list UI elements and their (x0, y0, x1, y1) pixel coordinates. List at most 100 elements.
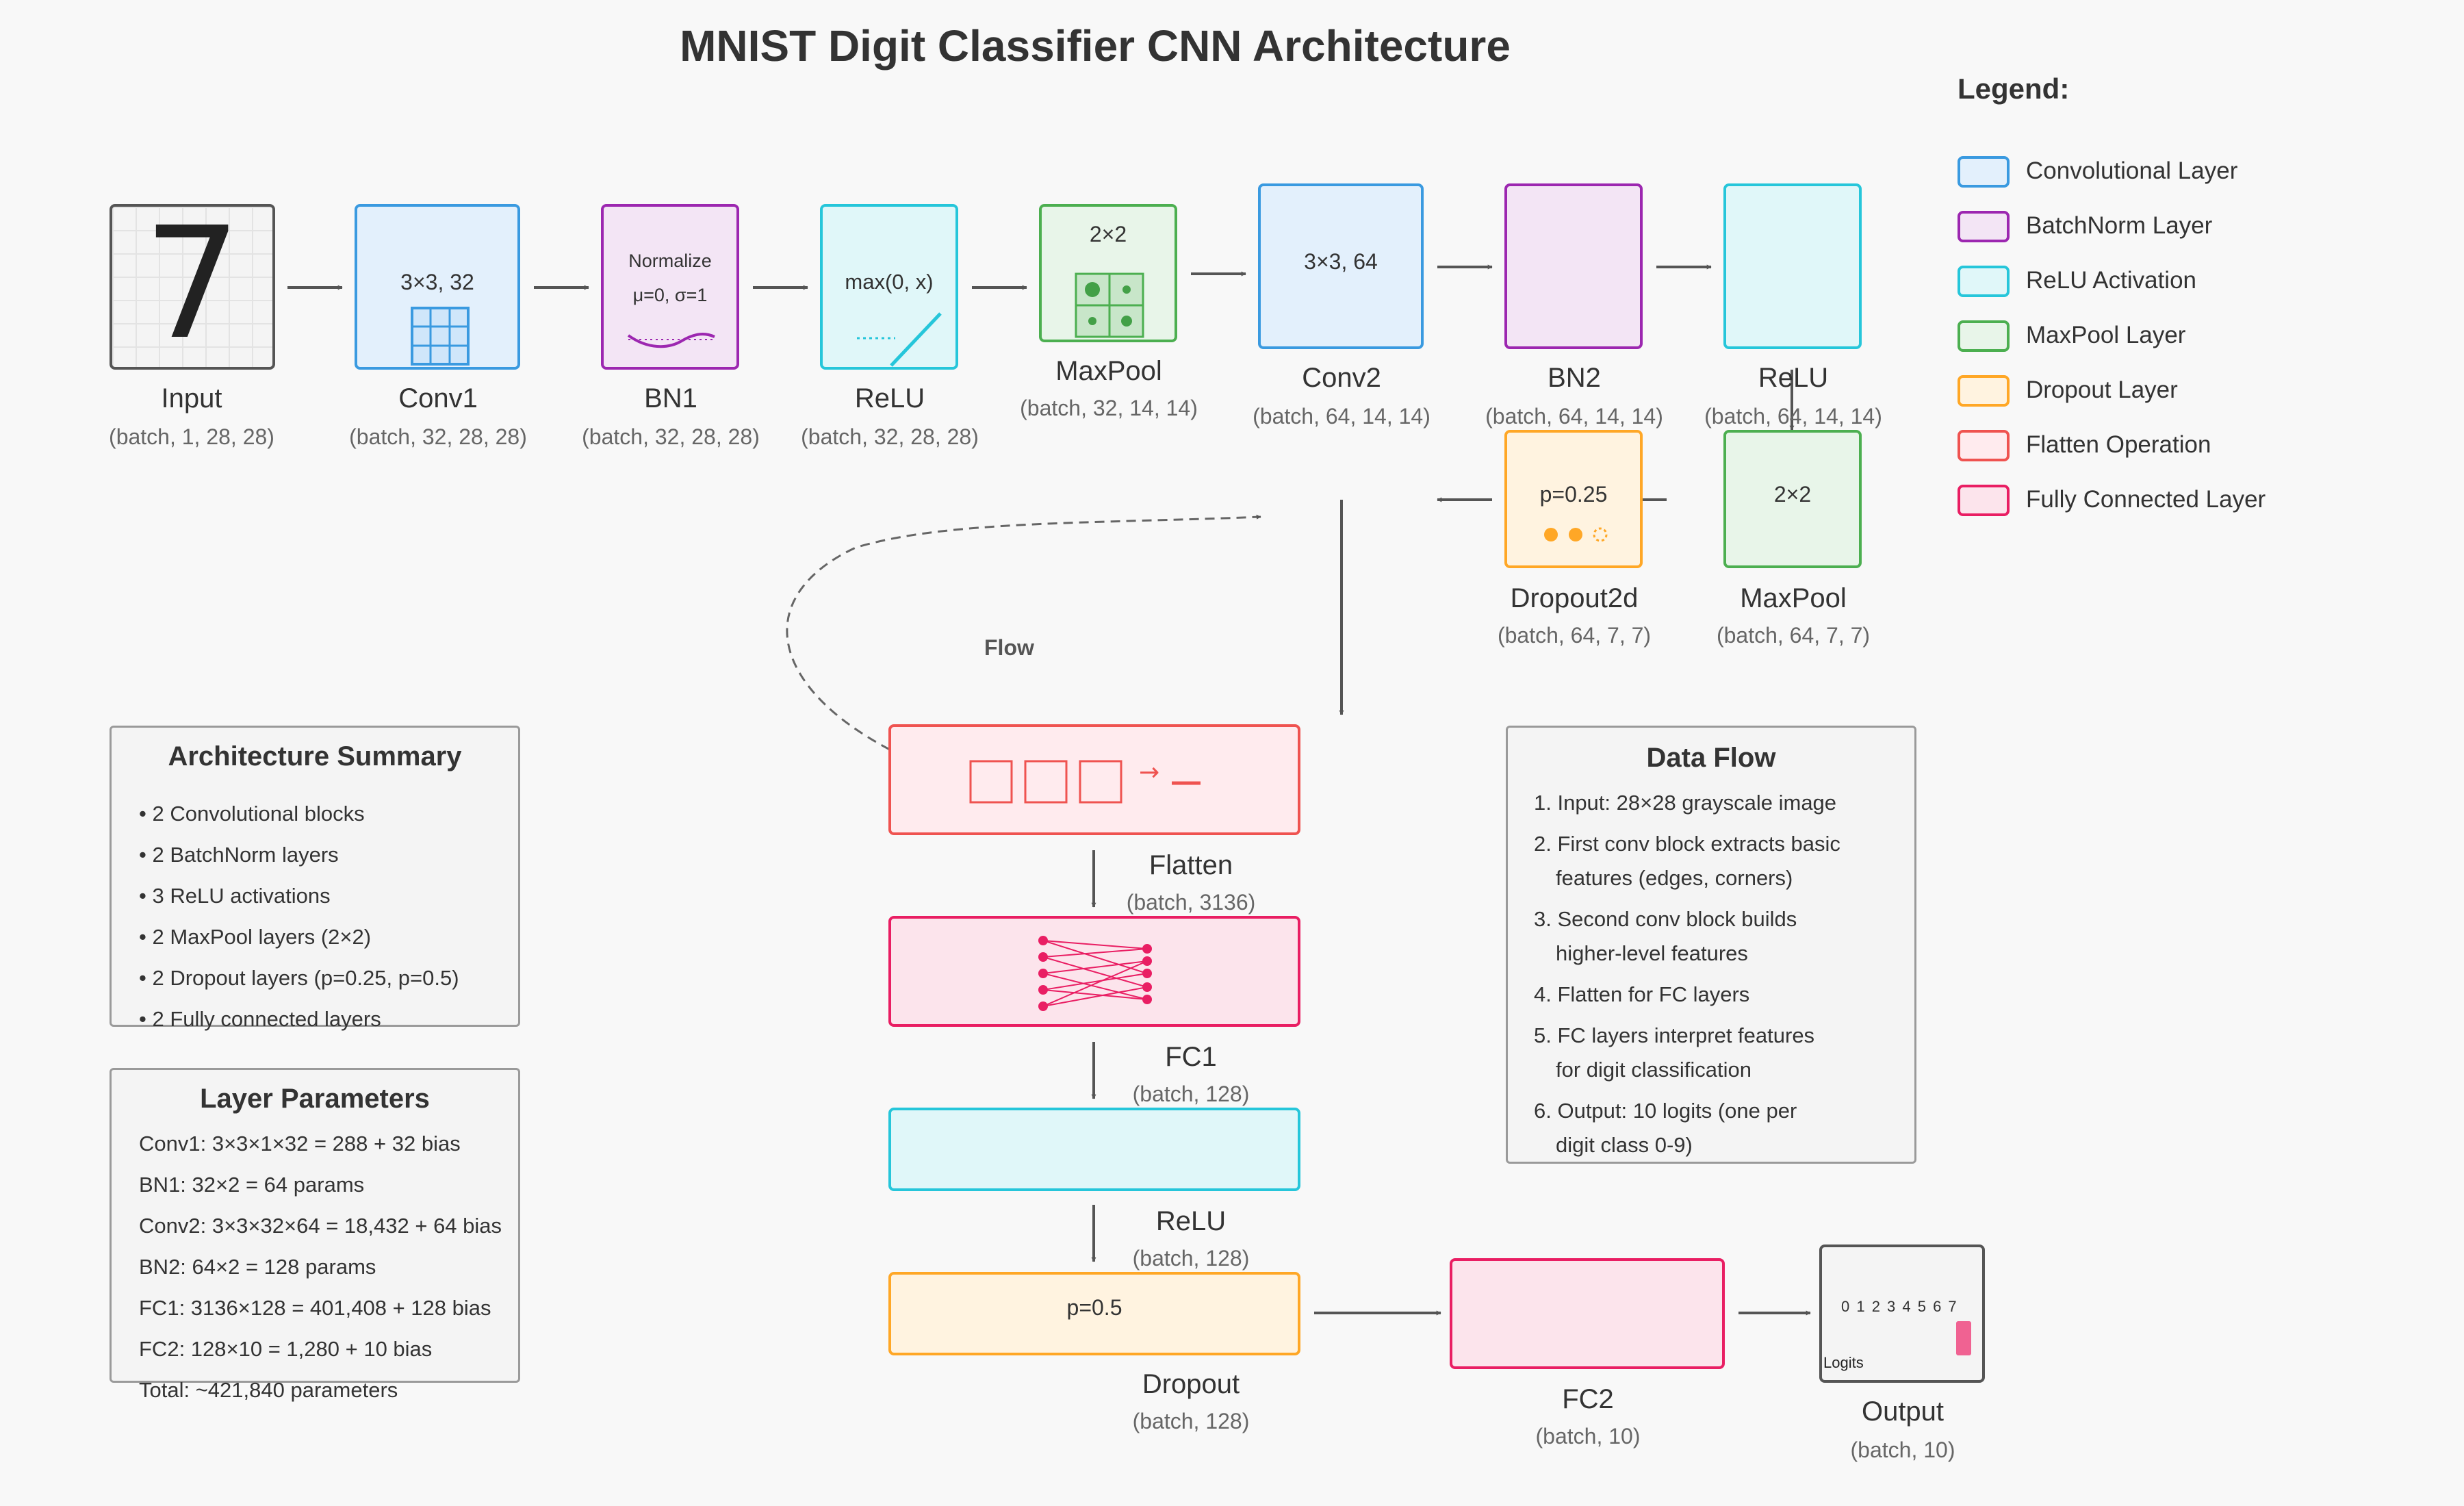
fc1-node[interactable] (888, 916, 1300, 1027)
dropout2d-node[interactable]: p=0.25 (1504, 430, 1643, 568)
pool1-shape: (batch, 32, 14, 14) (1020, 396, 1198, 420)
legend-swatch (1958, 211, 2010, 242)
legend-swatch (1958, 156, 2010, 188)
legend-swatch (1958, 430, 2010, 461)
flatten-node[interactable]: → (888, 724, 1300, 835)
flatten-icon: → (969, 758, 1201, 804)
input-node[interactable]: 7 (110, 194, 275, 374)
input-digit: 7 (143, 194, 242, 374)
param-item: Conv2: 3×3×32×64 = 18,432 + 64 bias (139, 1214, 502, 1238)
summary-item: • 2 Convolutional blocks (139, 802, 365, 826)
summary-item: • 2 MaxPool layers (2×2) (139, 925, 372, 949)
dataflow-step-continued: digit class 0-9) (1556, 1133, 1693, 1157)
summary-item: • 3 ReLU activations (139, 884, 331, 908)
dataflow-step: 3. Second conv block builds (1534, 907, 1797, 931)
dropout-dots-icon (1544, 527, 1608, 542)
conv1-node[interactable]: 3×3, 32 (355, 204, 520, 370)
dropout2d-label: Dropout2d (1510, 583, 1639, 613)
layer-parameters-panel: Layer Parameters Conv1: 3×3×1×32 = 288 +… (110, 1068, 520, 1402)
flatten-shape: (batch, 3136) (1126, 890, 1256, 915)
bn2-shape: (batch, 64, 14, 14) (1485, 404, 1663, 429)
legend-swatch (1958, 320, 2010, 352)
param-item: BN2: 64×2 = 128 params (139, 1255, 376, 1279)
dropout2d-text: p=0.25 (1539, 482, 1608, 507)
pool1-label: MaxPool (1055, 356, 1162, 386)
relu3-node[interactable] (888, 1108, 1300, 1191)
legend-swatch (1958, 485, 2010, 516)
bell-curve-icon (627, 333, 715, 348)
architecture-summary-panel: Architecture Summary • 2 Convolutional b… (110, 726, 520, 1031)
bn2-label: BN2 (1548, 363, 1601, 393)
bn1-label: BN1 (644, 383, 697, 413)
output-digits: 0 1 2 3 4 5 6 7 (1841, 1298, 1958, 1315)
pool1-node[interactable]: 2×2 (1039, 204, 1177, 342)
params-title: Layer Parameters (200, 1084, 430, 1114)
dataflow-title: Data Flow (1646, 743, 1776, 773)
dropout-text: p=0.5 (1066, 1295, 1122, 1320)
dataflow-step: 6. Output: 10 logits (one per (1534, 1099, 1797, 1123)
bn1-text-2: μ=0, σ=1 (632, 285, 708, 305)
conv1-text: 3×3, 32 (400, 270, 474, 294)
relu3-label: ReLU (1155, 1206, 1227, 1236)
dataflow-step-continued: for digit classification (1556, 1058, 1752, 1082)
param-item: Total: ~421,840 parameters (139, 1378, 398, 1402)
relu2-label: ReLU (1758, 363, 1829, 393)
fc2-node[interactable] (1450, 1258, 1725, 1369)
legend-swatch (1958, 375, 2010, 407)
relu2-shape: (batch, 64, 14, 14) (1704, 404, 1882, 429)
pool2-node[interactable]: 2×2 (1723, 430, 1862, 568)
pool2-shape: (batch, 64, 7, 7) (1716, 623, 1871, 648)
svg-text:→: → (1139, 758, 1159, 787)
bn1-shape: (batch, 32, 28, 28) (582, 424, 760, 449)
conv2-node[interactable]: 3×3, 64 (1258, 183, 1424, 349)
relu2-node[interactable] (1723, 183, 1862, 349)
conv2-label: Conv2 (1302, 363, 1381, 393)
input-label: Input (161, 383, 222, 413)
conv2-text: 3×3, 64 (1304, 249, 1378, 274)
legend-item-label: ReLU Activation (2026, 267, 2197, 294)
relu1-node[interactable]: max(0, x) (820, 204, 958, 370)
conv1-shape: (batch, 32, 28, 28) (349, 424, 527, 449)
bn2-node[interactable] (1504, 183, 1643, 349)
param-item: FC1: 3136×128 = 401,408 + 128 bias (139, 1296, 491, 1320)
flatten-label: Flatten (1148, 850, 1233, 880)
legend-item-label: Flatten Operation (2026, 431, 2211, 458)
fc1-label: FC1 (1165, 1042, 1217, 1072)
param-item: Conv1: 3×3×1×32 = 288 + 32 bias (139, 1132, 461, 1156)
summary-item: • 2 Fully connected layers (139, 1007, 381, 1031)
bn1-node[interactable]: Normalize μ=0, σ=1 (601, 204, 739, 370)
data-flow-panel: Data Flow 1. Input: 28×28 grayscale imag… (1506, 726, 1916, 1164)
dropout-label: Dropout (1142, 1369, 1240, 1399)
summary-item: • 2 Dropout layers (p=0.25, p=0.5) (139, 966, 459, 990)
legend-item-label: MaxPool Layer (2026, 322, 2186, 348)
output-logits-text: Logits (1823, 1354, 1864, 1371)
dataflow-step: 1. Input: 28×28 grayscale image (1534, 791, 1837, 815)
fc-network-icon (1038, 936, 1152, 1011)
input-shape: (batch, 1, 28, 28) (109, 424, 274, 449)
relu1-label: ReLU (854, 383, 925, 413)
conv1-label: Conv1 (398, 383, 478, 413)
dropout-node[interactable]: p=0.5 (888, 1272, 1300, 1355)
fc1-shape: (batch, 128) (1132, 1082, 1250, 1106)
legend-item-label: Convolutional Layer (2026, 157, 2238, 184)
pool1-text: 2×2 (1089, 222, 1127, 246)
dataflow-step-continued: higher-level features (1556, 941, 1748, 965)
legend-item-label: Fully Connected Layer (2026, 486, 2266, 513)
conv-grid-icon (411, 307, 470, 366)
fc2-label: FC2 (1562, 1384, 1614, 1414)
dataflow-step: 5. FC layers interpret features (1534, 1023, 1815, 1047)
legend-swatch (1958, 266, 2010, 297)
pool2-text: 2×2 (1773, 482, 1812, 507)
pool-grid-icon (1075, 272, 1144, 338)
page-title: MNIST Digit Classifier CNN Architecture (680, 21, 1511, 71)
summary-title: Architecture Summary (168, 741, 462, 771)
dataflow-step: 2. First conv block extracts basic (1534, 832, 1840, 856)
output-label: Output (1861, 1396, 1945, 1427)
relu3-shape: (batch, 128) (1132, 1246, 1250, 1271)
relu-graph-icon (857, 312, 942, 367)
output-node[interactable]: 0 1 2 3 4 5 6 7 Logits (1819, 1245, 1985, 1383)
dataflow-step-continued: features (edges, corners) (1556, 866, 1793, 890)
relu1-shape: (batch, 32, 28, 28) (801, 424, 979, 449)
legend-title: Legend: (1958, 73, 2070, 105)
